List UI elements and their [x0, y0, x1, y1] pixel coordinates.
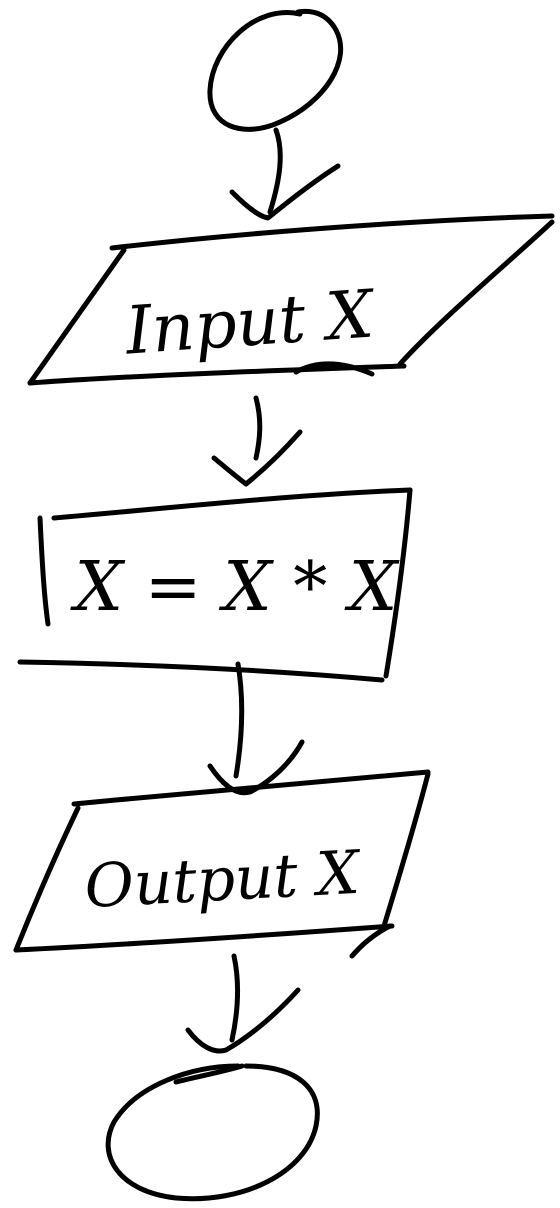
input-node: Input X: [27, 213, 555, 386]
arrow-input-to-process: [211, 395, 303, 487]
output-node: Output X: [13, 769, 431, 959]
process-node-label: X = X * X: [70, 548, 400, 627]
end-terminal: [105, 1063, 320, 1202]
input-node-label: Input X: [122, 275, 379, 369]
start-terminal: [207, 8, 344, 132]
process-node: X = X * X: [17, 487, 413, 683]
arrow-output-to-end: [185, 953, 301, 1054]
output-node-label: Output X: [83, 838, 363, 922]
arrow-start-to-input: [229, 127, 341, 221]
arrow-process-to-output: [207, 661, 305, 796]
